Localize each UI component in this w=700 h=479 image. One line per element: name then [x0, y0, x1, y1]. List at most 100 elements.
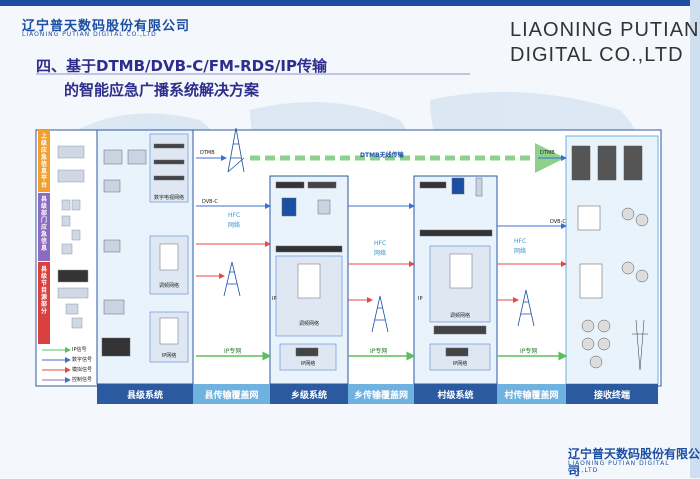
- loudspeaker-3: [621, 261, 635, 275]
- legend-control-label: 控制信号: [72, 377, 93, 383]
- village-adapter-device: [449, 253, 473, 289]
- section-town-network: 乡传输覆盖网: [348, 384, 414, 404]
- section-county: 县级系统: [97, 384, 193, 404]
- town-fm-tower: [371, 295, 389, 333]
- village-fm-tower: [517, 289, 535, 327]
- village-adapter-label: 调频网络: [449, 313, 470, 319]
- label-band-upper: [38, 130, 50, 192]
- section-town: 乡级系统: [270, 384, 348, 404]
- dept-server-5: [61, 243, 73, 255]
- label-upper-platform: 上级应急信息平台: [40, 133, 47, 189]
- county-ip-device: [159, 317, 179, 345]
- county-hfc-label: HFC: [228, 212, 241, 219]
- horn-1: [581, 319, 595, 333]
- village-ip-net-label: IP专网: [520, 348, 538, 355]
- brand-line-1: LIAONING PUTIAN: [510, 19, 700, 41]
- company-logo-cn: 辽宁普天数码股份有限公司: [22, 19, 191, 34]
- dept-server-4: [71, 229, 81, 241]
- label-program-source: 县级节目源部分: [40, 266, 47, 315]
- county-fm-tower: [223, 261, 241, 297]
- village-mic: [475, 177, 483, 197]
- county-hfc-sub: 网络: [228, 222, 241, 229]
- county-device-b: [103, 299, 125, 315]
- section-village-network: 村传输覆盖网: [497, 384, 566, 404]
- county-adapter-device: [159, 243, 179, 271]
- horn-5: [589, 355, 603, 369]
- label-county-dept: 县级部门应急信息: [40, 196, 47, 252]
- county-mux-unit-1: [153, 143, 185, 149]
- company-logo-en: LIAONING PUTIAN DIGITAL CO.,LTD: [22, 31, 157, 38]
- village-ip-label: IP: [418, 296, 423, 302]
- village-receiver-1: [419, 181, 447, 189]
- horn-3: [581, 337, 595, 351]
- village-amplifier: [433, 325, 487, 335]
- village-rack-unit: [419, 229, 493, 237]
- village-ip-label: IP网络: [452, 361, 468, 367]
- town-adapter-label: 调频网络: [298, 321, 319, 327]
- dept-server-2: [71, 199, 81, 211]
- town-receiver-2: [307, 181, 337, 189]
- section-terminals: 接收终端: [566, 384, 658, 404]
- dtmb-small-label: DTMB: [200, 150, 215, 156]
- town-ip-device: [295, 347, 319, 357]
- loudspeaker-2: [635, 213, 649, 227]
- section-county-network: 县传输覆盖网: [193, 384, 270, 404]
- town-hfc-sub: 网络: [374, 250, 387, 257]
- program-source-device-3: [65, 303, 79, 315]
- brand-name: LIAONING PUTIAN DIGITAL CO.,LTD: [510, 18, 699, 68]
- county-mux-unit-3: [153, 175, 185, 181]
- label-band-county-dept: [38, 193, 50, 261]
- county-dvbc-label: DVB-C: [202, 199, 218, 205]
- town-ip-label: IP: [272, 296, 277, 302]
- terminal-adapter-2: [579, 263, 603, 299]
- county-mux-unit-2: [153, 159, 185, 165]
- legend-ip-label: IP信号: [72, 347, 87, 353]
- legend-analog-label: 模拟信号: [72, 367, 93, 373]
- village-dvbc-label: DVB-C: [550, 219, 566, 225]
- village-hfc-label: HFC: [514, 238, 527, 245]
- label-band-program: [38, 262, 50, 344]
- county-device-a: [103, 239, 121, 253]
- terminal-receiver-3: [623, 145, 643, 181]
- brand-line-2: DIGITAL CO.,LTD: [510, 44, 684, 66]
- town-rack-unit: [275, 245, 343, 253]
- horn-2: [597, 319, 611, 333]
- footer-logo-en: LIAONING PUTIAN DIGITAL CO.,LTD: [568, 460, 670, 474]
- upper-platform-device-1: [57, 145, 85, 159]
- village-ip-device: [445, 347, 469, 357]
- legend-digital-label: 数字信号: [72, 357, 93, 363]
- town-receiver-1: [275, 181, 305, 189]
- town-ip-net-label: IP专网: [370, 348, 388, 355]
- section-village: 村级系统: [414, 384, 497, 404]
- county-ip-label: IP网络: [161, 353, 177, 359]
- upper-platform-device-2: [57, 169, 85, 183]
- horn-4: [597, 337, 611, 351]
- page-title-line-2: 的智能应急广播系统解决方案: [64, 81, 260, 99]
- program-source-device-1: [57, 269, 89, 283]
- county-rack-2: [127, 149, 147, 165]
- dept-server-3: [61, 215, 71, 227]
- county-dtmb-tower: [227, 127, 245, 173]
- town-hfc-label: HFC: [374, 240, 387, 247]
- dtmb-wireless-label: DTMB无线传输: [360, 152, 404, 159]
- county-monitor: [101, 337, 131, 357]
- dept-server-1: [61, 199, 71, 211]
- terminal-receiver-1: [571, 145, 591, 181]
- county-ip-net-label: IP专网: [224, 348, 242, 355]
- town-ip-label: IP网络: [300, 361, 316, 367]
- program-source-device-4: [71, 317, 83, 329]
- county-rack-1: [103, 149, 123, 165]
- village-hfc-sub: 网络: [514, 248, 527, 255]
- county-server-1: [103, 179, 121, 193]
- county-mux-label: 数字电视网络: [153, 195, 184, 201]
- program-source-device-2: [57, 287, 89, 299]
- county-adapter-label: 调频网络: [158, 283, 179, 289]
- dtmb-small-label-right: DTMB: [540, 150, 555, 156]
- village-box-1: [451, 177, 465, 195]
- town-box-2: [317, 199, 331, 215]
- page-title-line-1: 四、基于DTMB/DVB-C/FM-RDS/IP传输: [36, 57, 327, 75]
- town-adapter-device: [297, 263, 321, 299]
- loudspeaker-1: [621, 207, 635, 221]
- town-box-1: [281, 197, 297, 217]
